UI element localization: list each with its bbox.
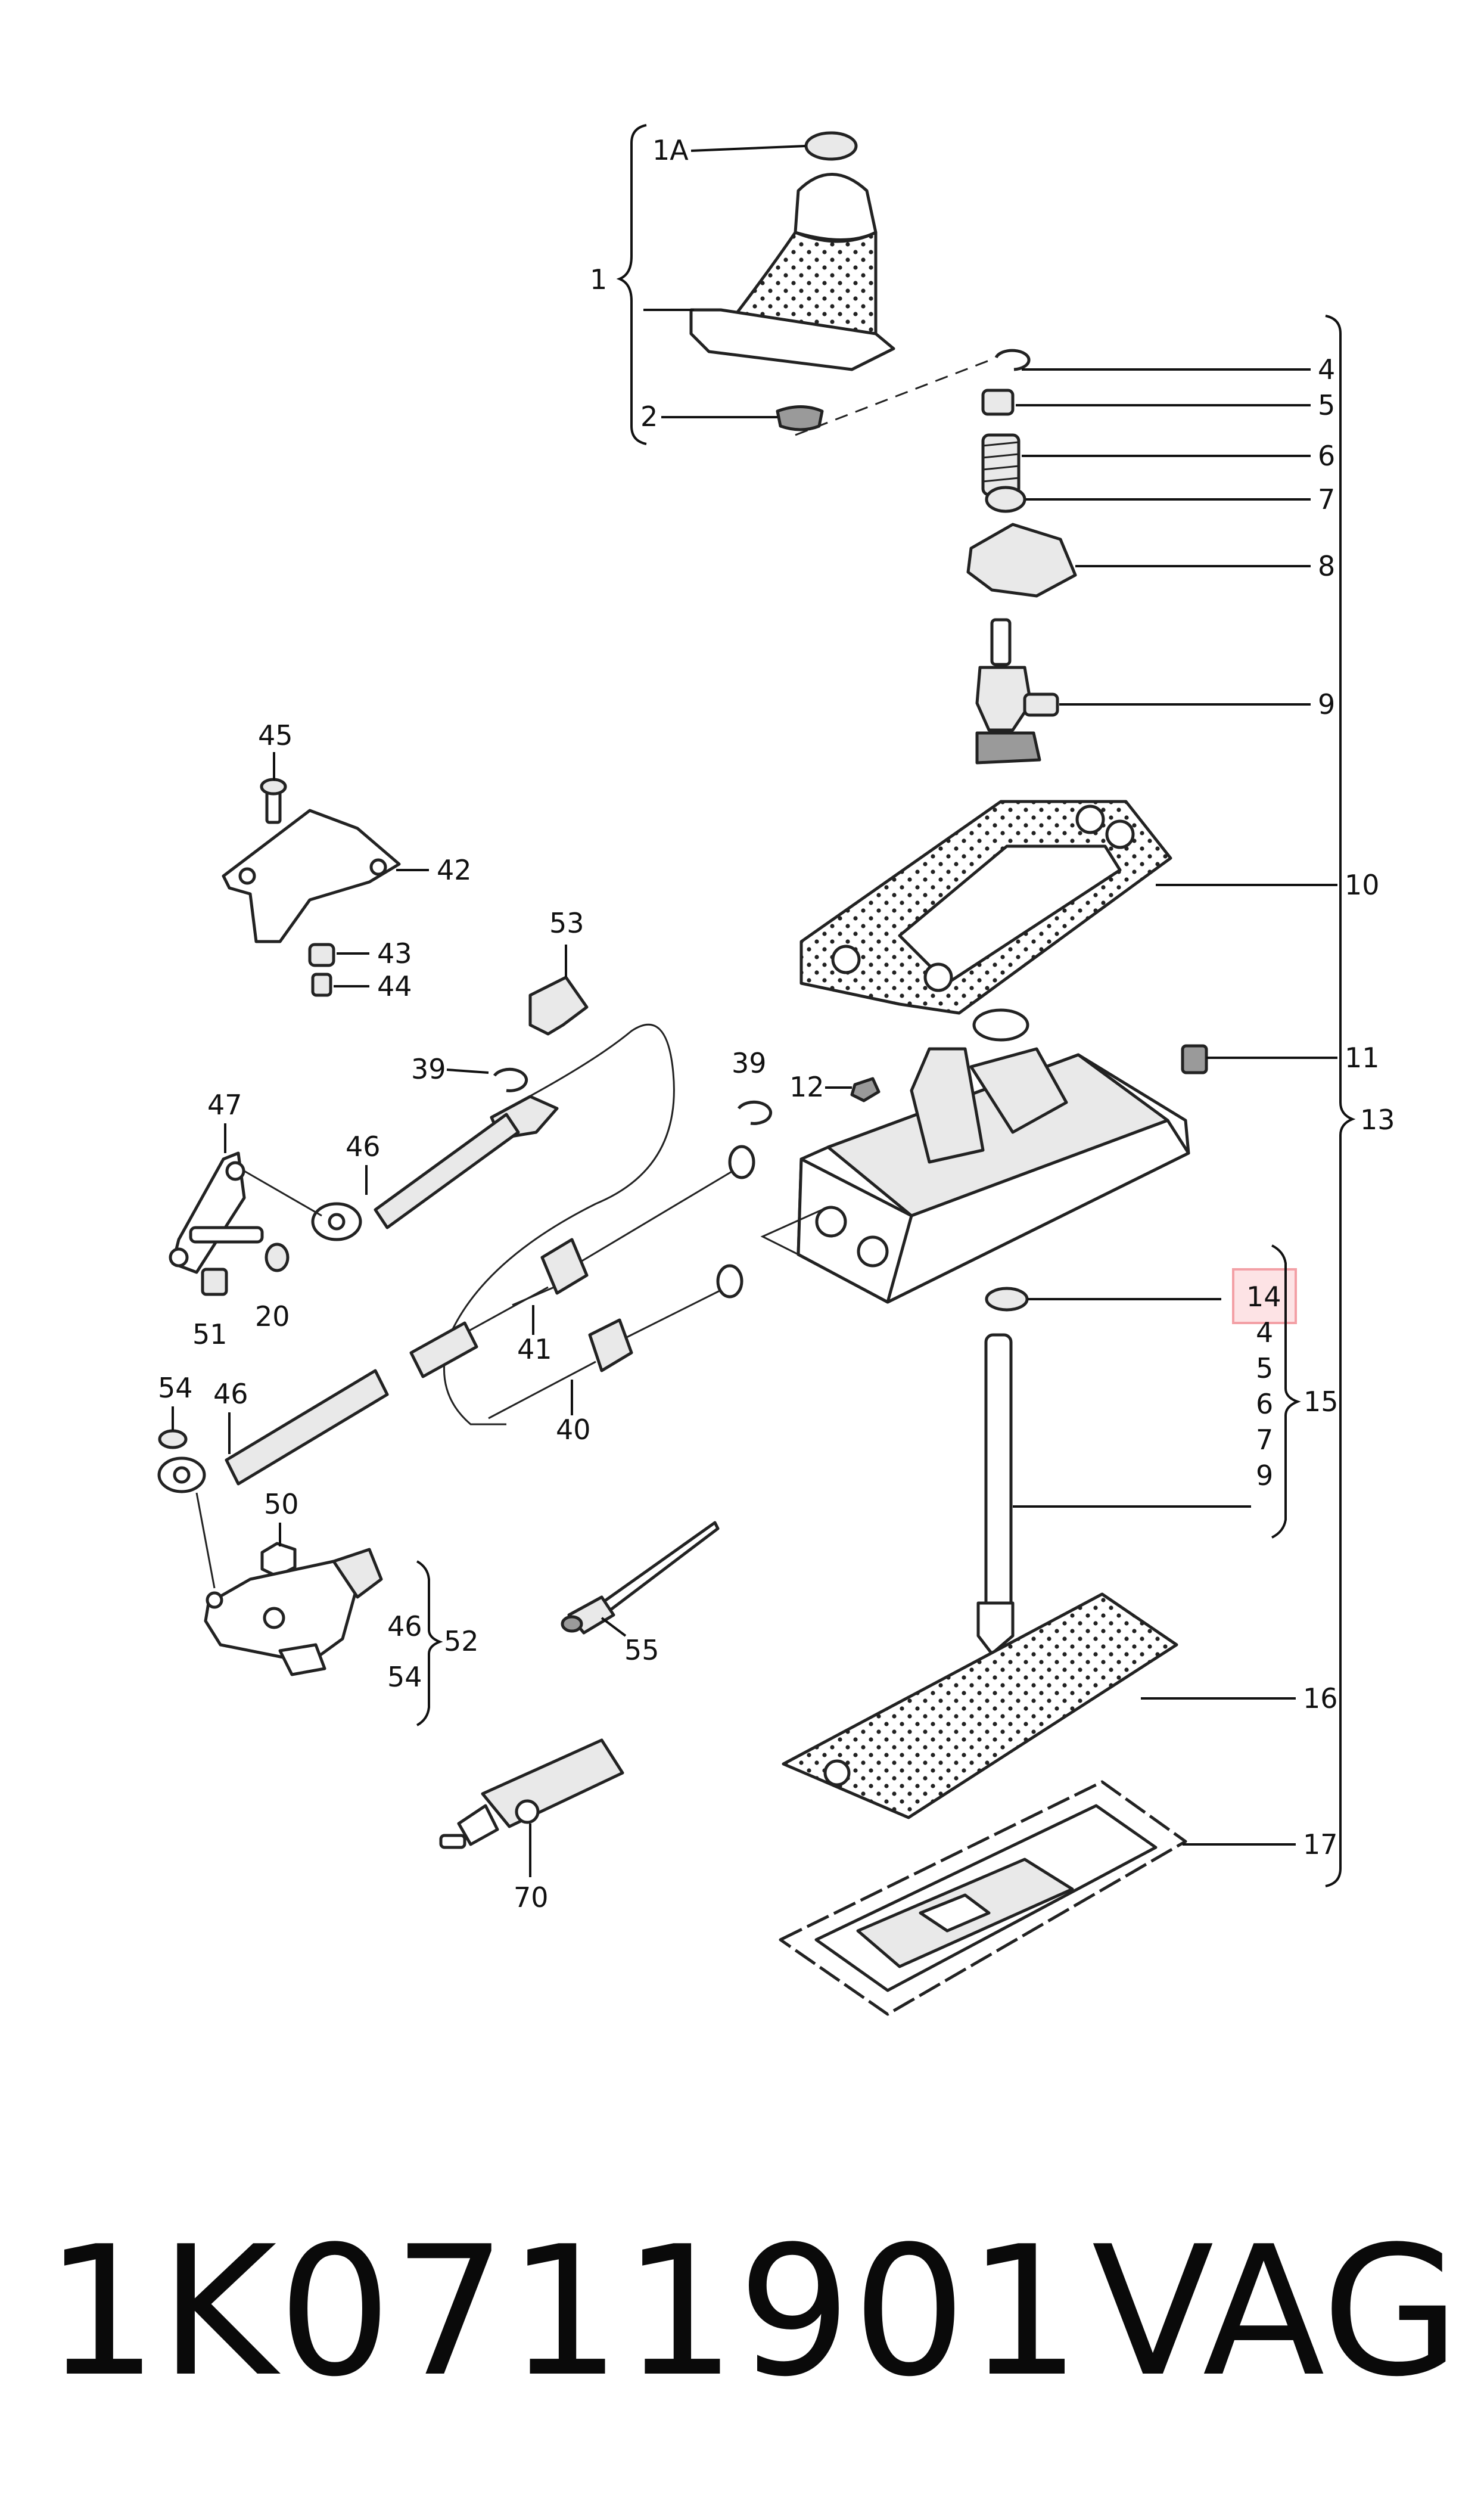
callout-l41: 41	[517, 1333, 552, 1365]
brand-label: VAG	[1091, 2208, 1460, 2416]
sleeve-7	[985, 486, 1026, 513]
lever-9	[975, 618, 1059, 765]
nut-54	[158, 1429, 188, 1449]
knob	[794, 173, 878, 241]
callout-l44: 44	[377, 970, 412, 1002]
callout-l39a: 39	[411, 1053, 446, 1085]
clip-nut-11	[1181, 1044, 1208, 1074]
callout-l50: 50	[264, 1488, 299, 1520]
bracket-42	[222, 778, 401, 997]
callout-l5: 5	[1318, 389, 1335, 421]
washer-14	[985, 1287, 1029, 1312]
part-number: 1K0711901	[45, 2208, 1082, 2416]
callout-l1A: 1A	[652, 134, 689, 166]
seal-frame-17	[779, 1780, 1187, 2016]
bush-5	[981, 389, 1015, 416]
circlip-39a	[493, 1067, 528, 1092]
callout-l13: 13	[1360, 1104, 1395, 1136]
selector-shaft-15	[976, 1333, 1015, 1655]
callout-l7: 7	[1318, 483, 1335, 515]
callout-l39b: 39	[732, 1047, 767, 1079]
callout-l52: 52	[444, 1625, 479, 1657]
callout-l45: 45	[258, 719, 293, 751]
callout-l6: 6	[1318, 440, 1335, 472]
callout-l51: 51	[192, 1318, 228, 1350]
bush-44	[311, 973, 332, 997]
callout-l47: 47	[207, 1089, 242, 1121]
plate-16	[782, 1592, 1178, 1819]
circlip-39b	[737, 1100, 772, 1125]
callout-l15_6: 6	[1256, 1388, 1273, 1420]
grease-tube-70	[439, 1738, 624, 1849]
callout-l17: 17	[1303, 1828, 1338, 1860]
callout-l11: 11	[1345, 1042, 1380, 1074]
callout-l53: 53	[549, 907, 584, 939]
lever-stack	[966, 349, 1077, 765]
callout-l46a: 46	[346, 1130, 381, 1163]
callout-l9: 9	[1318, 688, 1335, 720]
nut-50	[260, 1542, 297, 1578]
callout-l40: 40	[556, 1414, 591, 1446]
clamp-ring-2	[776, 405, 824, 431]
bush-43	[308, 943, 335, 967]
cable-spring-46a	[374, 1113, 520, 1229]
callout-l20: 20	[255, 1300, 290, 1333]
callout-l42: 42	[437, 854, 472, 886]
clip-53	[528, 976, 589, 1036]
callout-l43: 43	[377, 937, 412, 970]
cable-spring-46b	[225, 1369, 389, 1486]
nut-51	[201, 1268, 228, 1296]
callout-l15: 15	[1303, 1386, 1339, 1418]
nut-12	[850, 1077, 881, 1102]
shift-housing	[760, 1008, 1208, 1304]
shift-cables	[225, 1145, 755, 1486]
bearing-8	[966, 523, 1077, 598]
callout-l16: 16	[1303, 1682, 1338, 1714]
circlip-4	[994, 349, 1031, 371]
callout-l15_9: 9	[1256, 1459, 1273, 1492]
callout-l12: 12	[789, 1071, 825, 1103]
clip-20	[265, 1243, 290, 1272]
callout-l46c: 46	[387, 1610, 422, 1642]
callout-l10: 10	[1345, 869, 1380, 901]
callout-l55: 55	[624, 1634, 659, 1666]
callout-l54a: 54	[158, 1372, 193, 1404]
parts-diagram: 1A 1 2 4 5 6 7 8 9	[157, 124, 1395, 2016]
callout-l1: 1	[590, 263, 607, 296]
callout-l15_4: 4	[1256, 1316, 1273, 1349]
cable-tie-55	[561, 1521, 720, 1635]
lower-linkage	[157, 1429, 383, 1676]
linkage-47	[169, 1151, 322, 1296]
selector-cable	[311, 1024, 675, 1425]
spring-6	[981, 433, 1021, 496]
knob-cap-1A	[804, 131, 858, 161]
callout-l70: 70	[514, 1881, 549, 1914]
gear-knob-assembly	[616, 124, 990, 445]
callout-l14: 14	[1246, 1281, 1281, 1313]
callout-l2: 2	[640, 400, 658, 433]
callout-l46b: 46	[213, 1378, 248, 1410]
callout-l15_7: 7	[1256, 1424, 1273, 1456]
callout-l4: 4	[1318, 353, 1335, 386]
callout-l8: 8	[1318, 550, 1335, 582]
callout-l54b: 54	[387, 1661, 422, 1693]
callout-l15_5: 5	[1256, 1352, 1273, 1384]
footer: 1K0711901 VAG	[0, 2193, 1484, 2443]
